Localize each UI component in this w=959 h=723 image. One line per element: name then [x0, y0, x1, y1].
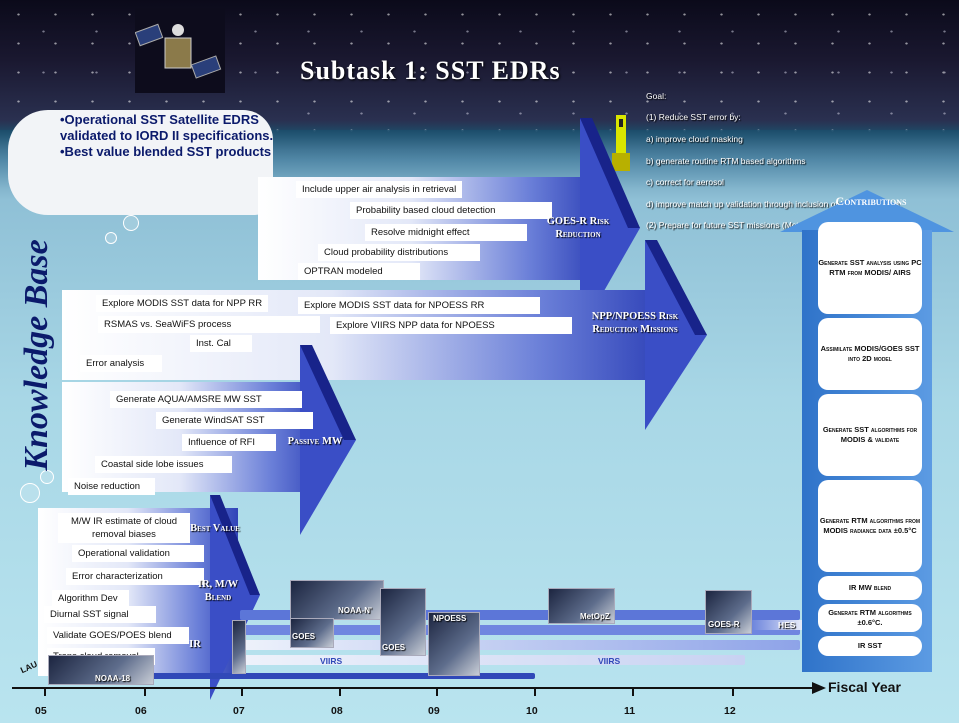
fiscal-year-label: Fiscal Year	[828, 679, 901, 695]
satellite-thumb	[48, 655, 154, 685]
satellite-label: GOES-R	[708, 620, 740, 629]
year-tick: 09	[428, 705, 440, 717]
arrow-item: Error analysis	[80, 355, 162, 372]
cloud-shape	[8, 110, 273, 215]
arrow-item: Cloud probability distributions	[318, 244, 480, 261]
goal-line: a) improve cloud masking	[646, 133, 743, 144]
launch-label: LAU	[18, 658, 39, 676]
goal-line: b) generate routine RTM based algorithms	[646, 155, 806, 166]
satellite-thumb	[232, 620, 246, 674]
satellite-image	[135, 8, 225, 93]
bar-label: VIIRS	[598, 656, 621, 666]
satellite-thumb	[290, 580, 384, 620]
year-tick: 08	[331, 705, 343, 717]
arrow-item: OPTRAN modeled	[298, 263, 420, 280]
timeline-bar	[65, 673, 535, 679]
contributions-title: Contributions	[835, 194, 907, 208]
satellite-label: GOES	[292, 632, 316, 641]
satellite-thumb	[428, 612, 480, 676]
satellite-thumb	[705, 590, 752, 634]
arrow-item: Algorithm Dev	[52, 590, 129, 607]
satellite-thumb	[290, 618, 334, 648]
cloud-bullets: •Operational SST Satellite EDRS validate…	[60, 112, 275, 160]
knowledge-base-label: Knowledge Base	[18, 239, 55, 471]
year-tick: 06	[135, 705, 147, 717]
arrow-item: Include upper air analysis in retrieval	[296, 181, 463, 198]
contributions-arrowhead	[780, 190, 954, 232]
satellite-thumb	[548, 588, 615, 624]
arrow-title: Passive MW	[287, 436, 343, 447]
satellite-label: NOAA-N'	[338, 606, 372, 615]
arrow-item: Explore MODIS SST data for NPP RR	[96, 295, 269, 312]
buoy-image	[612, 115, 630, 171]
bubble	[123, 215, 139, 231]
timeline-bar	[240, 655, 745, 665]
bar-label: HES	[778, 620, 796, 630]
arrow-item: Influence of RFI	[182, 434, 276, 451]
arrow-item: Explore MODIS SST data for NPOESS RR	[298, 297, 540, 314]
bar-label: VIIRS	[320, 656, 343, 666]
goal-heading: Goal:	[646, 90, 667, 101]
year-tick: 11	[624, 705, 636, 717]
arrow-item: Coastal side lobe issues	[95, 456, 232, 473]
timeline-bar	[240, 640, 800, 650]
arrow-item: M/W IR estimate of cloud removal biases	[58, 513, 190, 543]
goal-line: (1) Reduce SST error by:	[646, 112, 741, 123]
arrow-item: Resolve midnight effect	[365, 224, 527, 241]
arrow-item: Inst. Cal	[190, 335, 252, 352]
timeline-bar	[745, 620, 805, 630]
bubble	[40, 470, 54, 484]
year-tick: 07	[233, 705, 245, 717]
arrow-item: Probability based cloud detection	[350, 202, 552, 219]
arrow-title: NPP/NPOESS Risk Reduction Missions	[591, 311, 679, 335]
satellite-label: GOES	[382, 643, 406, 652]
arrow-item: Error characterization	[66, 568, 204, 585]
contribution-item: Generate RTM algorithms from MODIS radia…	[818, 480, 922, 572]
year-tick: 10	[526, 705, 538, 717]
contribution-item: IR SST	[818, 636, 922, 656]
arrow-item: Generate WindSAT SST	[156, 412, 313, 429]
timeline-bar	[240, 625, 800, 635]
arrow-title: Best Value	[190, 523, 240, 534]
bullet-text: •Operational SST Satellite EDRS validate…	[60, 112, 274, 143]
bubble	[105, 232, 117, 244]
arrow-item: Explore VIIRS NPP data for NPOESS	[330, 317, 572, 334]
arrow-ir-head	[210, 495, 260, 700]
arrow-title: IR	[189, 639, 201, 650]
arrow-item: Diurnal SST signal	[44, 606, 156, 623]
contribution-item: Generate SST analysis using PC RTM from …	[818, 222, 922, 314]
goal-line: c) correct for aerosol	[646, 177, 724, 188]
arrow-item: RSMAS vs. SeaWiFS process	[98, 316, 320, 333]
bubble	[20, 483, 40, 503]
arrow-item: Operational validation	[72, 545, 204, 562]
arrow-title: GOES-R Risk Reduction	[546, 216, 610, 240]
arrow-title: IR, M/W Blend	[197, 579, 239, 603]
slide-title: Subtask 1: SST EDRs	[300, 56, 561, 85]
satellite-label: NPOESS	[433, 614, 467, 623]
satellite-thumb	[380, 588, 426, 656]
satellite-label: MetOpZ	[580, 612, 610, 621]
arrow-item: Noise reduction	[68, 478, 155, 495]
timeline-bar	[240, 610, 800, 620]
arrow-item: Generate AQUA/AMSRE MW SST	[110, 391, 302, 408]
arrow-goesr-head	[580, 118, 640, 333]
year-tick: 05	[35, 705, 47, 717]
contribution-item: IR MW blend	[818, 576, 922, 600]
contribution-item: Assimilate MODIS/GOES SST into 2D model	[818, 318, 922, 390]
arrow-item: Validate GOES/POES blend	[47, 627, 189, 644]
satellite-label: NOAA-18	[95, 674, 131, 683]
time-axis	[12, 682, 826, 696]
arrow-npp-head	[645, 240, 707, 430]
contribution-item: Generate SST algorithms for MODIS & vali…	[818, 394, 922, 476]
contribution-item: Generate RTM algorithms ±0.6°C.	[818, 604, 922, 632]
arrow-mw-head	[300, 345, 356, 535]
bullet-text: •Best value blended SST products	[60, 144, 272, 159]
year-tick: 12	[724, 705, 736, 717]
